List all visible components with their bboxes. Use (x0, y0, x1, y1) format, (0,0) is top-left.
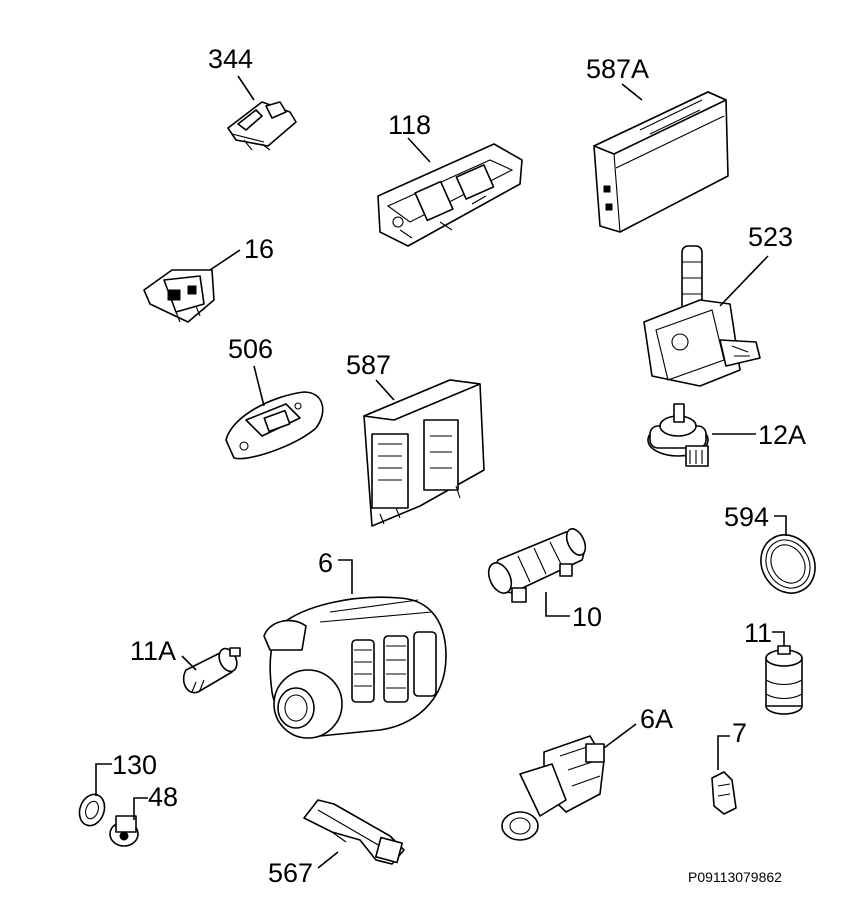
label-587: 587 (346, 350, 391, 380)
label-10: 10 (572, 602, 602, 632)
label-567: 567 (268, 858, 313, 888)
part-118: 118 (377, 110, 523, 247)
part-523: 523 (643, 222, 793, 387)
part-567: 567 (268, 799, 405, 888)
part-7: 7 (711, 718, 747, 815)
part-16: 16 (143, 234, 274, 323)
part-12A: 12A (647, 403, 806, 467)
part-10: 10 (487, 528, 602, 632)
label-6A: 6A (640, 704, 673, 734)
label-11A: 11A (130, 636, 176, 666)
part-587A: 587A (586, 54, 729, 233)
label-16: 16 (244, 234, 274, 264)
part-6A: 6A (501, 704, 673, 841)
label-12A: 12A (758, 420, 806, 450)
label-118: 118 (388, 110, 431, 140)
part-587: 587 (346, 350, 485, 527)
part-594: 594 (724, 502, 816, 594)
label-48: 48 (148, 782, 178, 812)
part-11: 11 (744, 618, 803, 715)
label-6: 6 (318, 548, 333, 578)
label-7: 7 (732, 718, 747, 748)
part-6: 6 (263, 548, 447, 739)
label-594: 594 (724, 502, 769, 532)
label-344: 344 (208, 44, 253, 74)
part-506: 506 (225, 334, 324, 460)
label-130: 130 (112, 750, 157, 780)
part-48: 48 (109, 782, 178, 847)
label-506: 506 (228, 334, 273, 364)
label-587A: 587A (586, 54, 649, 84)
part-344: 344 (208, 44, 297, 151)
label-11: 11 (744, 618, 772, 648)
part-130: 130 (78, 750, 157, 827)
label-523: 523 (748, 222, 793, 252)
part-11A: 11A (130, 636, 241, 694)
drawing-code: P09113079862 (688, 869, 782, 885)
